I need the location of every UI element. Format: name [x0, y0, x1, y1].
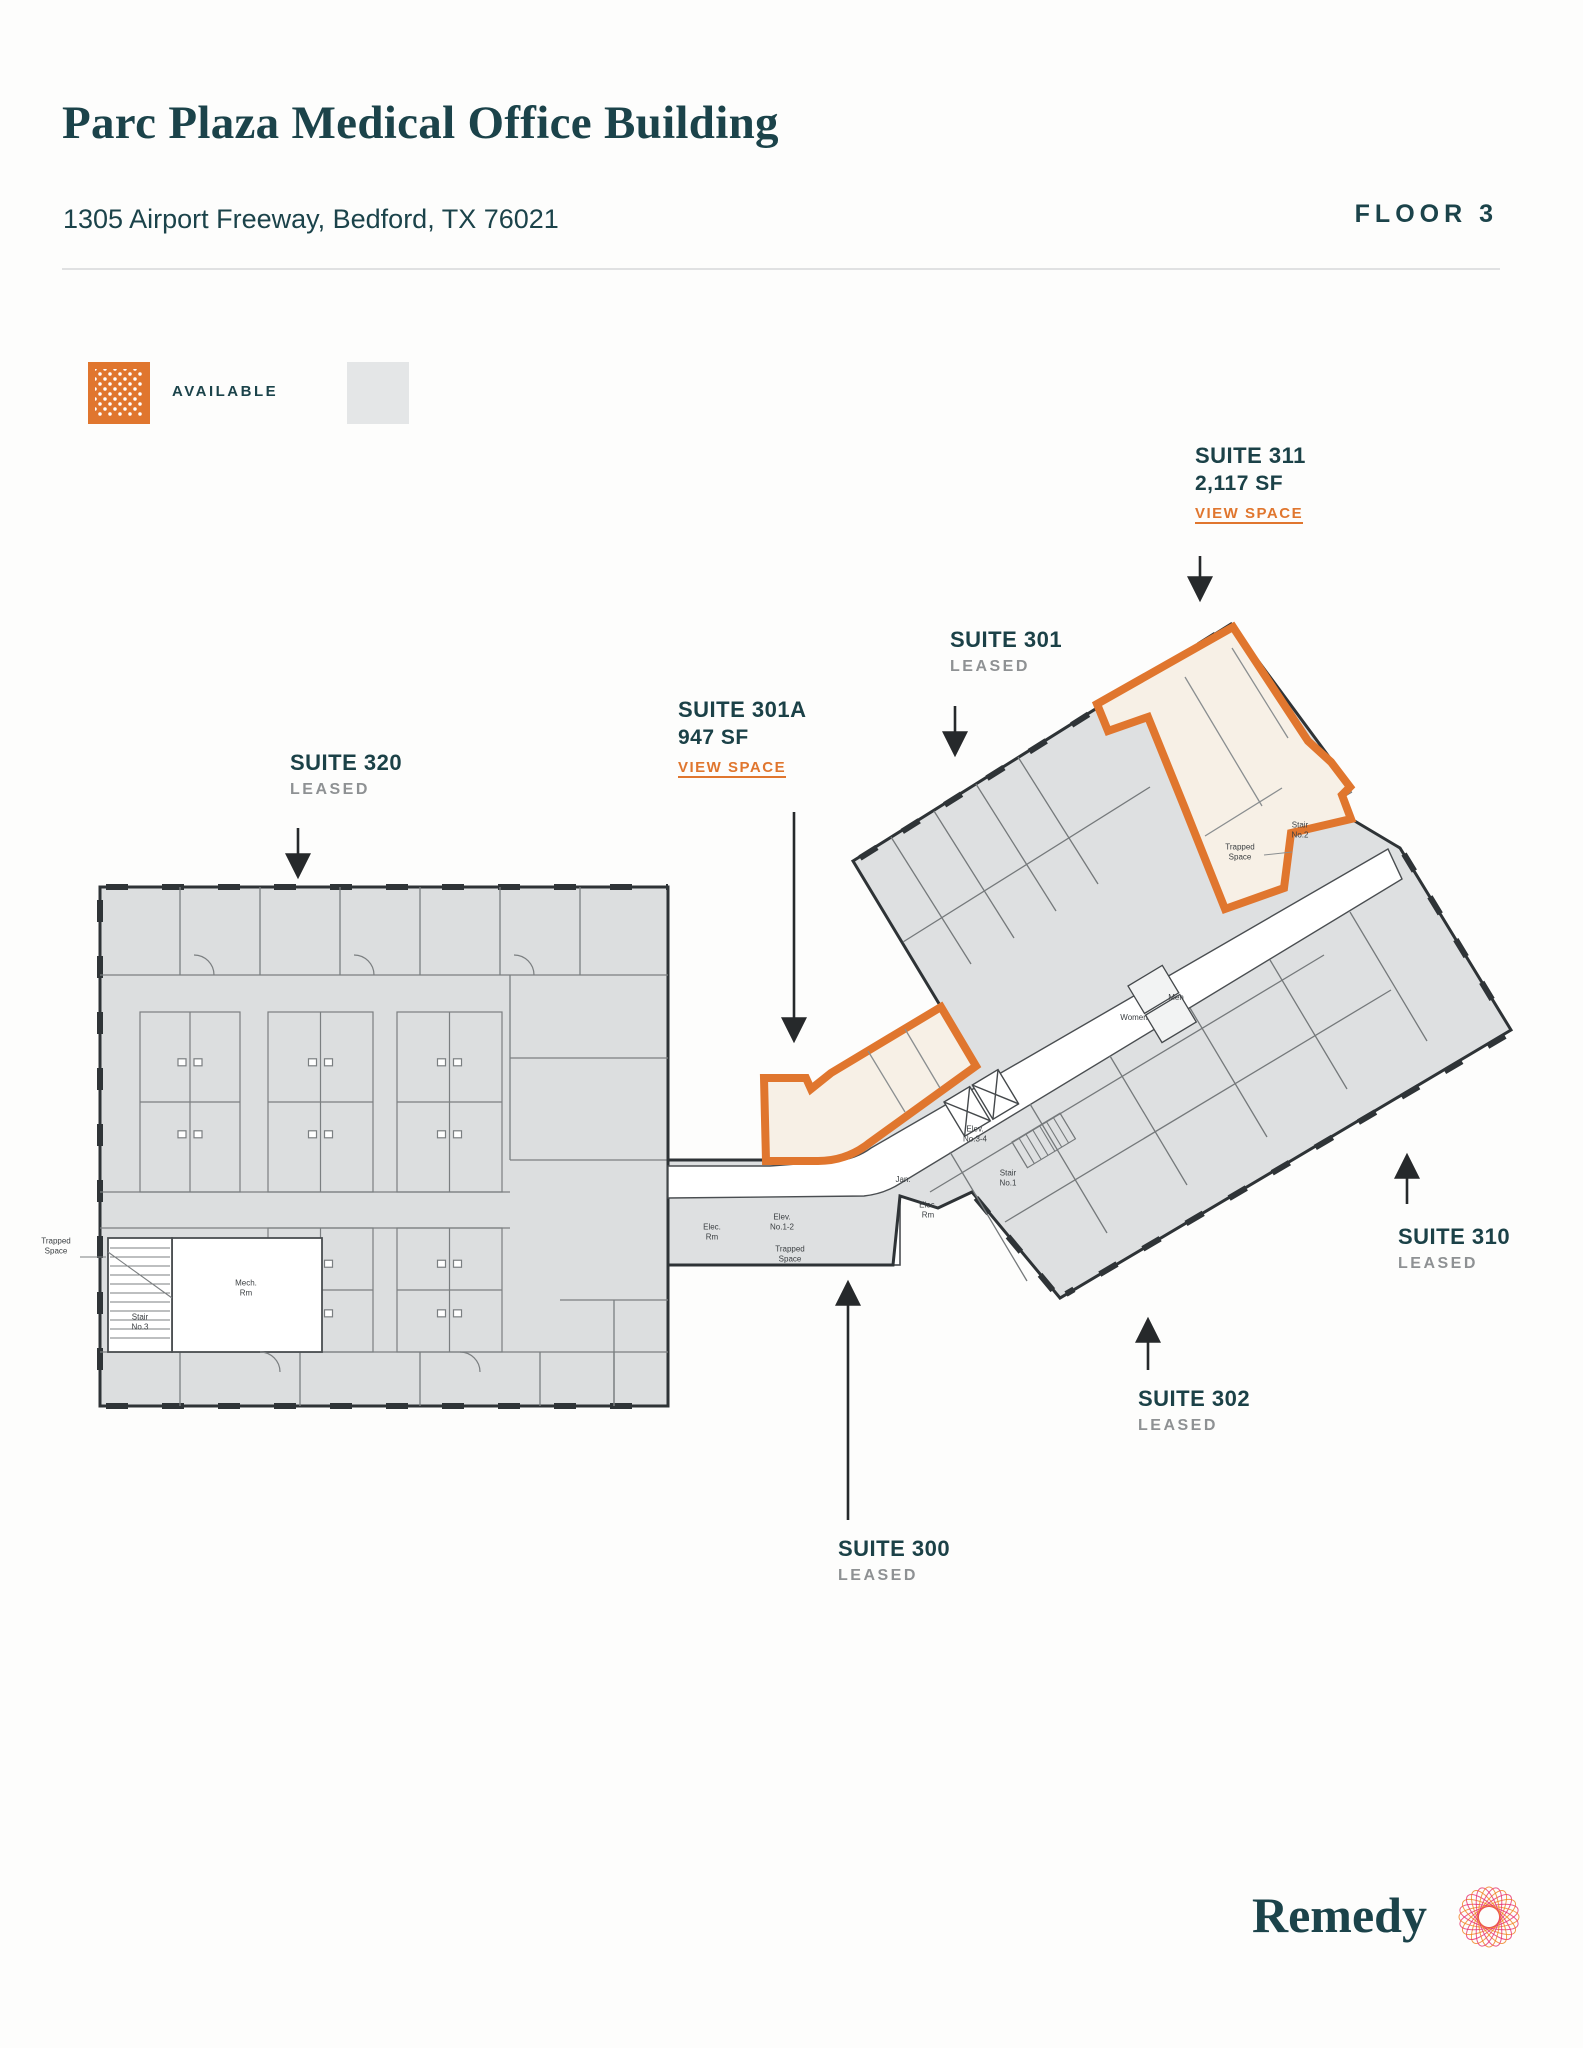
header-divider: [62, 268, 1500, 270]
plan-label-trapped-space-mid: Trapped Space: [775, 1244, 805, 1263]
suite-301a-highlight[interactable]: [759, 1001, 982, 1165]
legend-available-label: AVAILABLE: [172, 383, 279, 400]
suite-310-name: SUITE 310: [1398, 1224, 1511, 1249]
suite-301a-callout: SUITE 301A 947 SF VIEW SPACE: [678, 697, 807, 778]
suite-311-view-space-link[interactable]: VIEW SPACE: [1195, 505, 1304, 524]
available-dot-pattern: [95, 369, 143, 417]
plan-label-stair-no3: Stair No.3: [131, 1312, 149, 1331]
suite-301a-name: SUITE 301A: [678, 697, 807, 722]
suite-301-name: SUITE 301: [950, 627, 1063, 652]
suite-320-callout: SUITE 320 LEASED: [290, 750, 402, 799]
suite-320-status: LEASED: [290, 781, 370, 798]
plan-label-elev-no12: Elev. No.1-2: [769, 1212, 795, 1231]
suite-302-callout: SUITE 302 LEASED: [1138, 1386, 1250, 1435]
plan-label-stair-no2: Stair No.2: [1291, 820, 1309, 839]
suite-320-region: [80, 884, 670, 1409]
suite-300-status: LEASED: [838, 1567, 918, 1584]
suite-311-callout: SUITE 311 2,117 SF VIEW SPACE: [1195, 443, 1306, 524]
plan-label-trapped-space-left: Trapped Space: [41, 1236, 71, 1255]
page-title: Parc Plaza Medical Office Building: [62, 97, 779, 149]
suite-302-name: SUITE 302: [1138, 1386, 1251, 1411]
brand-logo-text: Remedy: [1252, 1887, 1427, 1943]
plan-label-men: Men: [1168, 993, 1184, 1003]
suite-310-status: LEASED: [1398, 1255, 1478, 1272]
suite-301a-size: 947 SF: [678, 726, 749, 749]
plan-label-women: Women: [1120, 1013, 1148, 1023]
suite-310-callout: SUITE 310 LEASED: [1398, 1224, 1510, 1273]
suite-300-callout: SUITE 300 LEASED: [838, 1536, 950, 1585]
plan-label-mech-rm: Mech. Rm: [235, 1278, 257, 1297]
plan-label-stair-no1: Stair No.1: [999, 1168, 1017, 1187]
suite-311-size: 2,117 SF: [1195, 472, 1284, 495]
suite-301a-view-space-link[interactable]: VIEW SPACE: [678, 759, 787, 778]
suite-301-callout: SUITE 301 LEASED: [950, 627, 1062, 676]
plan-label-elec-rm-left: Elec. Rm: [703, 1222, 721, 1241]
suite-320-name: SUITE 320: [290, 750, 403, 775]
floor-label: FLOOR 3: [1354, 200, 1498, 228]
suite-300-name: SUITE 300: [838, 1536, 951, 1561]
suite-311-highlight[interactable]: [1091, 621, 1357, 915]
legend-available-swatch: [88, 362, 150, 424]
suite-301-status: LEASED: [950, 658, 1030, 675]
legend-leased-swatch: [347, 362, 409, 424]
plan-label-trapped-space-311: Trapped Space: [1225, 842, 1255, 861]
suite-302-status: LEASED: [1138, 1417, 1218, 1434]
plan-label-elec-rm-right: Elec. Rm: [919, 1200, 937, 1219]
plan-label-jan: Jan.: [895, 1175, 911, 1185]
building-address: 1305 Airport Freeway, Bedford, TX 76021: [63, 204, 559, 234]
brand-swirl-icon: [1458, 1886, 1520, 1948]
suite-311-name: SUITE 311: [1195, 443, 1306, 468]
plan-label-elev-no34: Elev. No.3-4: [962, 1124, 988, 1143]
